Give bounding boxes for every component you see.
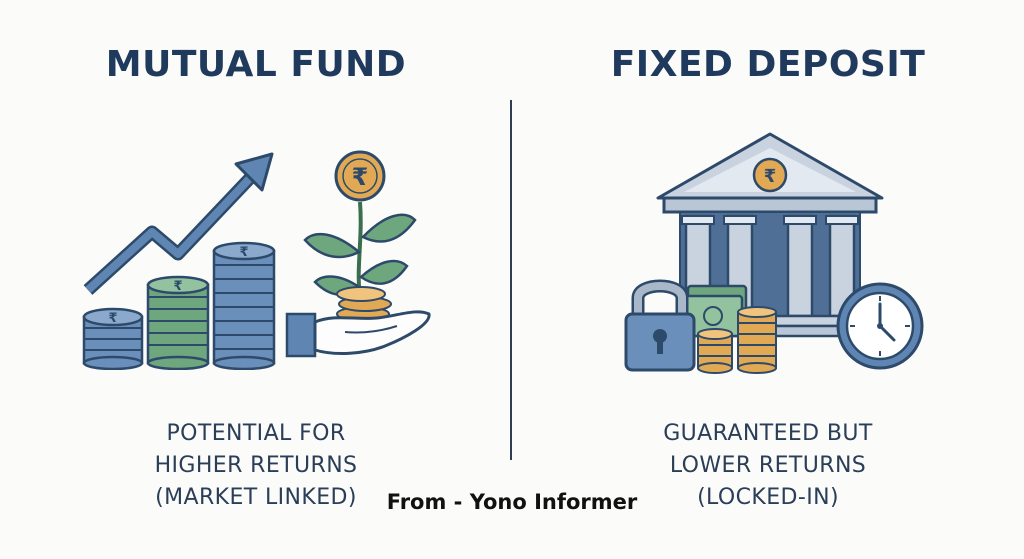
mutual-fund-caption: POTENTIAL FOR HIGHER RETURNS (MARKET LIN… — [0, 418, 512, 514]
svg-text:₹: ₹ — [239, 245, 248, 260]
svg-text:₹: ₹ — [173, 279, 182, 294]
money-plant-hand-icon: ₹ — [285, 150, 431, 358]
coin-stack-icon — [697, 306, 777, 374]
caption-line: (MARKET LINKED) — [155, 485, 357, 510]
clock-icon — [836, 282, 924, 370]
source-credit: From - Yono Informer — [386, 490, 638, 514]
svg-text:₹: ₹ — [764, 166, 777, 187]
vertical-divider — [510, 100, 512, 460]
caption-line: HIGHER RETURNS — [154, 453, 358, 478]
caption-line: GUARANTEED BUT — [663, 421, 873, 446]
padlock-icon — [624, 279, 696, 372]
fixed-deposit-caption: GUARANTEED BUT LOWER RETURNS (LOCKED-IN) — [512, 418, 1024, 514]
mutual-fund-panel: MUTUAL FUND ₹ ₹ — [0, 44, 512, 514]
fixed-deposit-panel: FIXED DEPOSIT ₹ — [512, 0, 1024, 559]
mutual-fund-title: MUTUAL FUND — [105, 44, 407, 85]
svg-text:₹: ₹ — [108, 311, 117, 326]
fixed-deposit-title: FIXED DEPOSIT — [610, 44, 926, 85]
caption-line: LOWER RETURNS — [669, 453, 867, 478]
rupee-symbol: ₹ — [352, 163, 369, 191]
caption-line: (LOCKED-IN) — [697, 485, 839, 510]
caption-line: POTENTIAL FOR — [166, 421, 346, 446]
rupee-coin-stacks-icon: ₹ ₹ ₹ — [82, 241, 276, 370]
growth-arrow-icon — [83, 152, 274, 295]
banknote-icon — [682, 284, 748, 338]
